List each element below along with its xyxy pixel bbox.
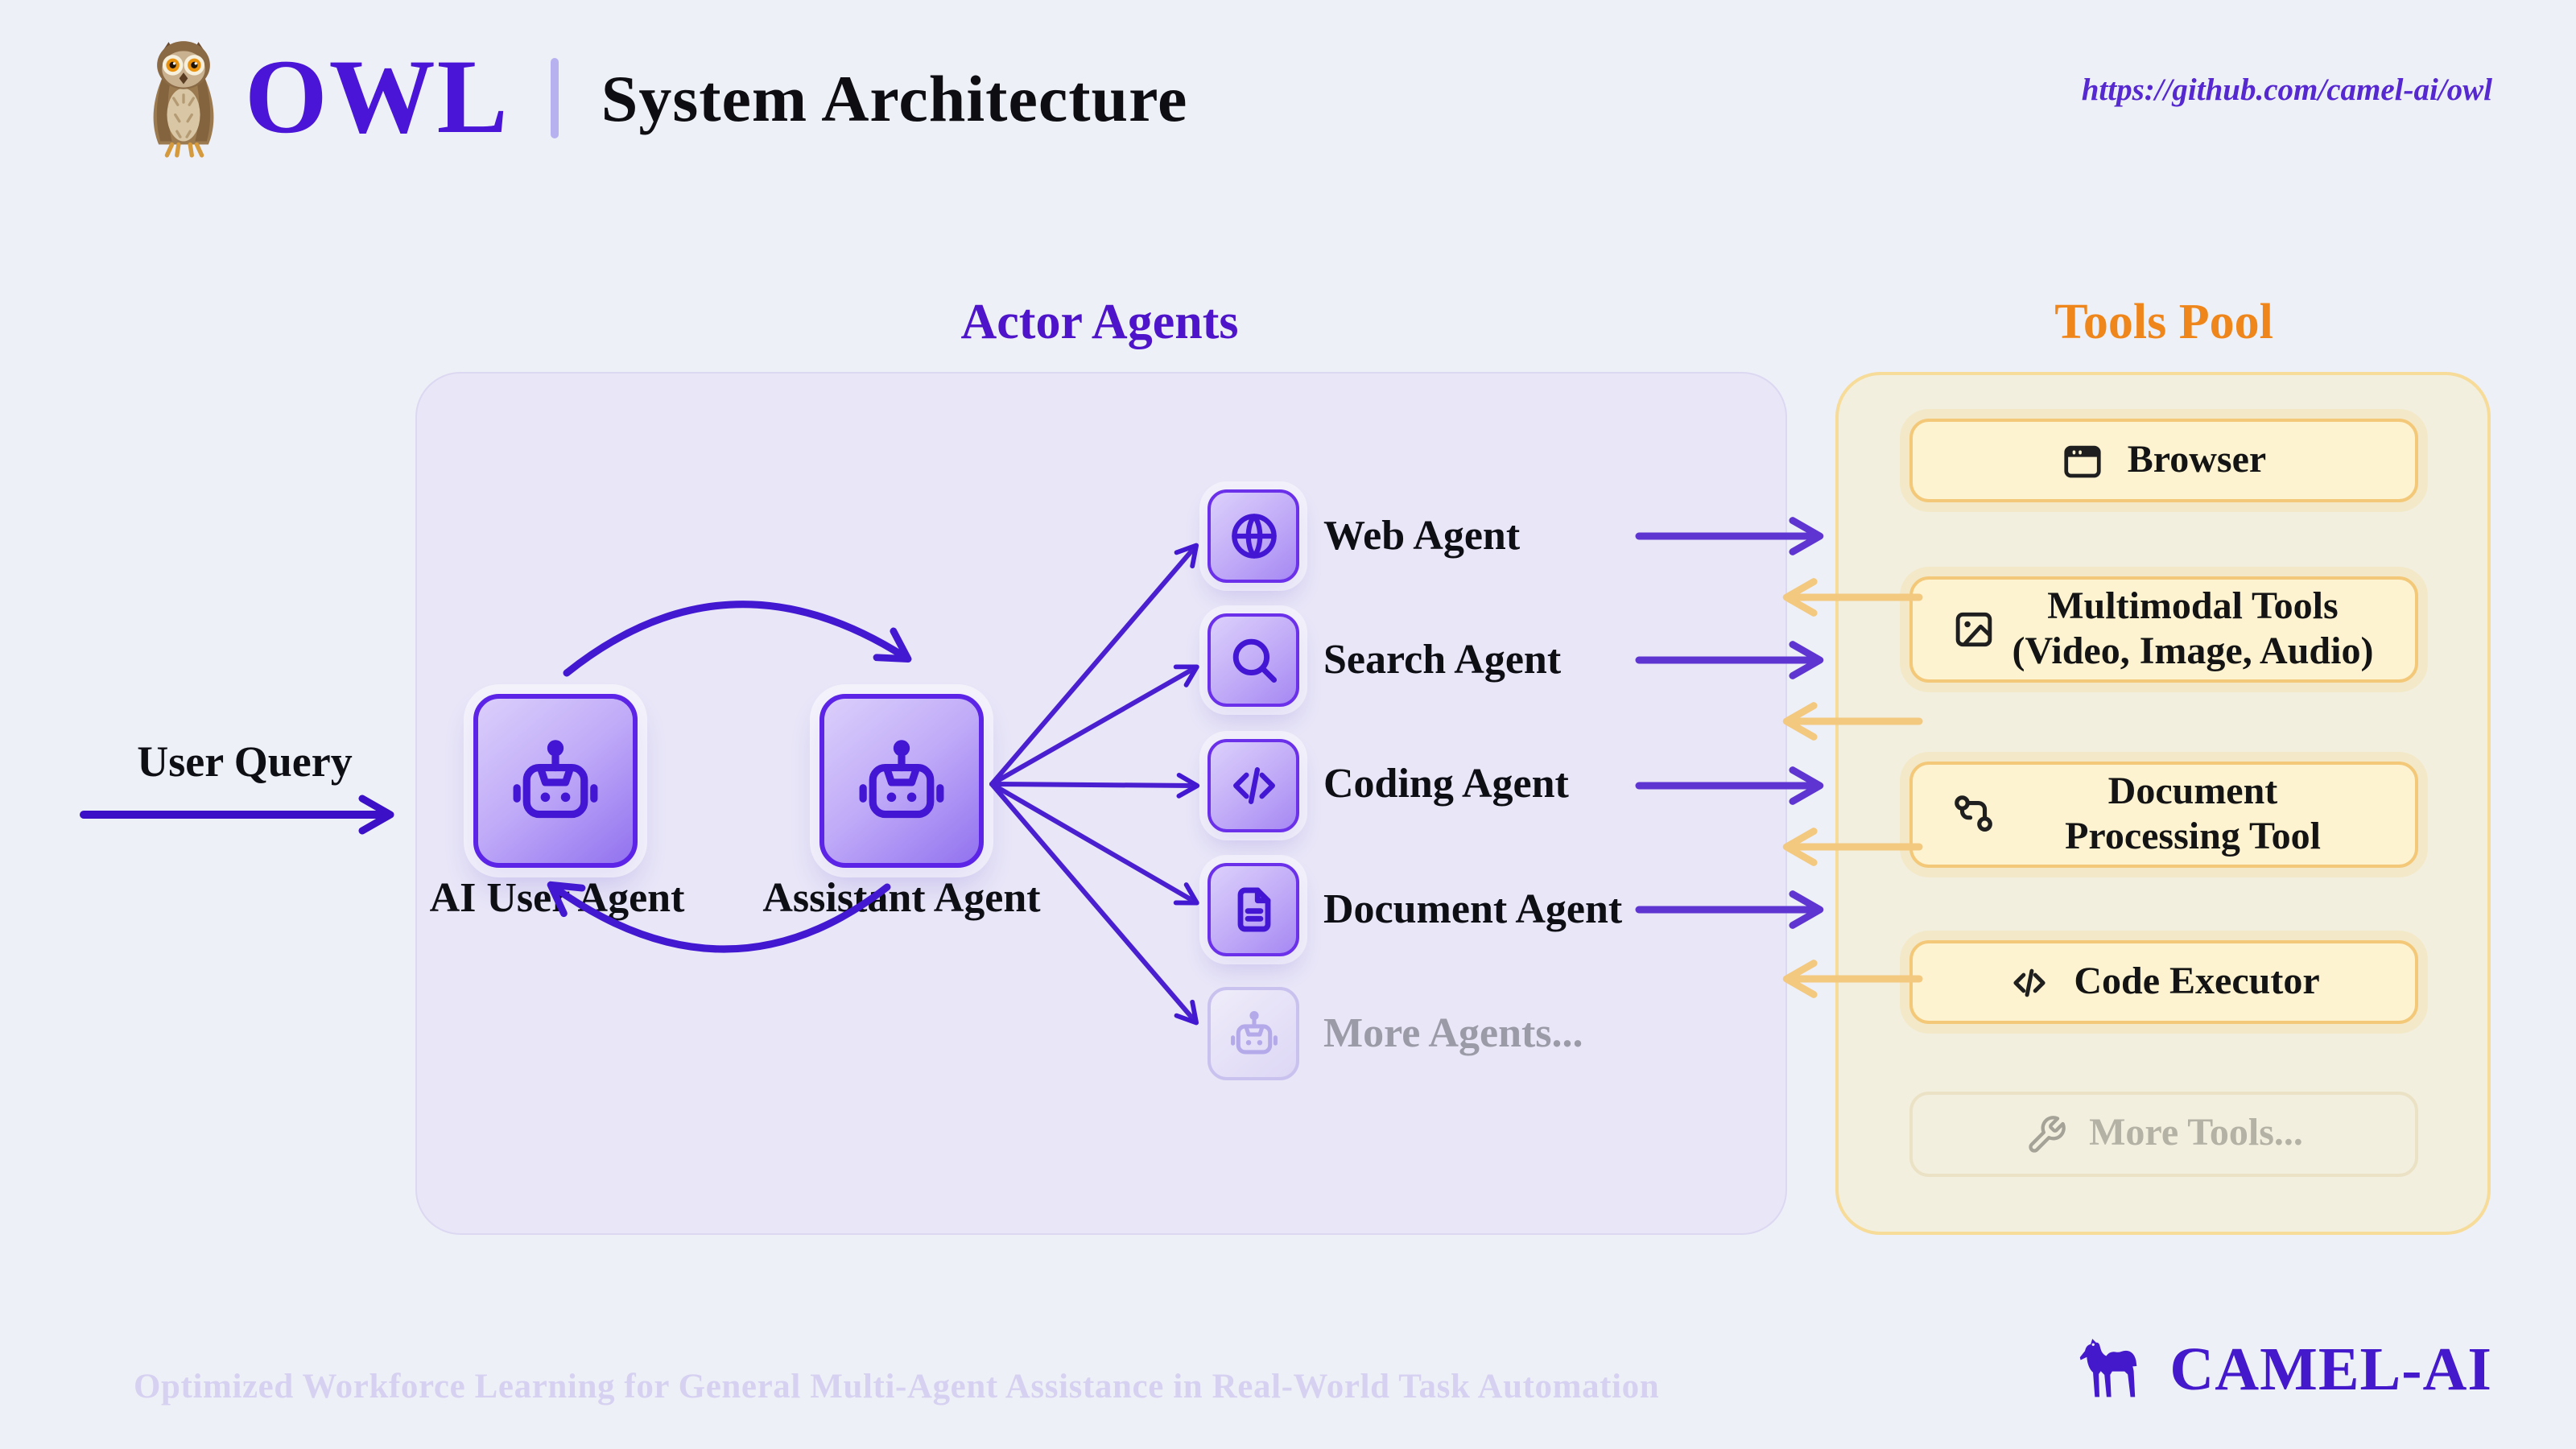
tool-sublabel: (Video, Image, Audio) [2012,631,2374,673]
header-divider [551,58,559,138]
more-agents-tile [1208,987,1299,1080]
tools-pool-heading: Tools Pool [2054,293,2273,349]
github-link[interactable]: https://github.com/camel-ai/owl [2081,74,2492,108]
robot-icon [855,734,948,828]
more-agents-label: More Agents... [1323,1009,1583,1056]
coding-agent-tile [1208,739,1299,832]
image-icon [1951,607,1996,652]
globe-icon [1224,507,1282,565]
tool-card-browser: Browser [1909,419,2418,502]
camel-ai-brand: CAMEL-AI [2076,1336,2492,1404]
coding-agent-label: Coding Agent [1323,760,1569,807]
file-text-icon [1226,882,1281,937]
camel-icon [2076,1336,2153,1404]
tool-card-more-tools: More Tools... [1909,1092,2418,1177]
ai-user-agent-label: AI User Agent [429,874,685,921]
code-icon [1224,757,1282,815]
tool-sublabel: Processing Tool [2065,816,2321,858]
tool-label: More Tools... [2089,1113,2303,1154]
tool-label: Document [2107,771,2278,813]
page-title: System Architecture [601,61,1188,135]
robot-icon [1228,1008,1279,1059]
brand-text: CAMEL-AI [2169,1336,2492,1404]
assistant-agent-label: Assistant Agent [762,874,1041,921]
web-agent-tile [1208,489,1299,583]
robot-icon [509,734,602,828]
tool-card-code-executor: Code Executor [1909,940,2418,1024]
tool-card-document-processing: Document Processing Tool [1909,762,2418,868]
actor-agents-heading: Actor Agents [960,293,1239,349]
wrench-icon [2025,1113,2066,1155]
tool-card-multimodal: Multimodal Tools (Video, Image, Audio) [1909,576,2418,683]
header: OWL System Architecture [145,39,1187,158]
ai-user-agent-card [473,694,638,868]
code-icon [2008,960,2051,1004]
tool-label: Code Executor [2074,960,2320,1002]
footer-tagline: Optimized Workforce Learning for General… [134,1367,1660,1406]
search-icon [1224,631,1282,689]
tool-label: Browser [2127,439,2267,481]
owl-logo-icon [145,39,222,158]
search-agent-label: Search Agent [1323,636,1562,683]
search-agent-tile [1208,613,1299,707]
tool-label: Multimodal Tools [2047,586,2339,628]
document-agent-label: Document Agent [1323,886,1623,932]
document-agent-tile [1208,863,1299,956]
user-query-label: User Query [137,737,353,786]
browser-window-icon [2062,439,2105,482]
web-agent-label: Web Agent [1323,512,1521,559]
logo-text: OWL [245,39,510,156]
assistant-agent-card [819,694,984,868]
route-icon [1951,792,1996,837]
